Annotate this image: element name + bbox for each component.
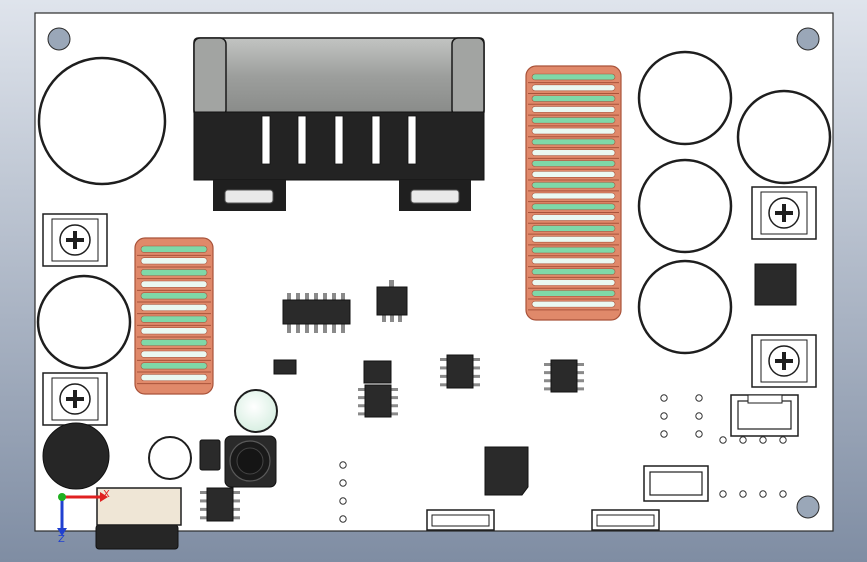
power-inductor-shielded[interactable] (224, 435, 277, 488)
via (739, 436, 747, 444)
ic-soic8-group (200, 354, 584, 522)
potentiometers (42, 186, 817, 426)
ic-soic8-4[interactable] (200, 487, 240, 522)
capacitor-c7[interactable] (148, 436, 192, 480)
via (779, 436, 787, 444)
diode-smd[interactable] (199, 439, 221, 471)
capacitor-c2[interactable] (36, 274, 132, 370)
capacitor-c4[interactable] (736, 89, 832, 185)
potentiometer-icon[interactable] (751, 186, 817, 240)
via (660, 394, 668, 402)
mounting-holes (47, 27, 820, 519)
via (339, 479, 347, 487)
capacitor-c1[interactable] (37, 56, 167, 186)
via (695, 394, 703, 402)
transformer-bobbin (193, 37, 485, 117)
via (759, 490, 767, 498)
fpc-connector-left[interactable] (426, 509, 495, 531)
via (339, 515, 347, 523)
ic-sot23[interactable] (363, 360, 392, 384)
via (339, 497, 347, 505)
ic-soic8-1[interactable] (440, 354, 480, 389)
potentiometer-icon[interactable] (42, 372, 108, 426)
potentiometer-icon[interactable] (751, 334, 817, 388)
mounting-hole-icon (796, 495, 820, 519)
ic-soic8-2[interactable] (544, 359, 584, 393)
mounting-hole-icon (47, 27, 71, 51)
ic-power-dpak[interactable] (484, 446, 529, 496)
transformer[interactable] (193, 37, 485, 211)
ic-sot223[interactable] (376, 280, 408, 322)
capacitors (36, 50, 832, 480)
ic-soic8-3[interactable] (358, 384, 398, 418)
via (695, 412, 703, 420)
ic-soic14-pins (287, 293, 345, 333)
via (759, 436, 767, 444)
via (719, 490, 727, 498)
ic-soic14[interactable] (282, 293, 351, 333)
via (779, 490, 787, 498)
led[interactable] (234, 389, 278, 433)
smd-component[interactable] (273, 359, 297, 375)
dc-jack-connector[interactable] (95, 487, 182, 550)
mosfet-tab-left (224, 189, 274, 204)
via (660, 412, 668, 420)
mosfet-tab-right (410, 189, 460, 204)
axis-z-label: Z (58, 534, 65, 545)
capacitor-c5[interactable] (637, 158, 733, 254)
transformer-end-cap-left (193, 37, 227, 117)
inductor-smd-square[interactable] (754, 263, 797, 306)
jst-connector-right[interactable] (730, 394, 799, 437)
via (660, 430, 668, 438)
heatsink-fins (261, 115, 417, 165)
toroid-inductor-small[interactable] (134, 237, 214, 395)
test-points (339, 394, 787, 523)
via (719, 436, 727, 444)
axis-triad: X Z Y (57, 489, 110, 545)
jst-connector-bottom-right[interactable] (643, 465, 709, 502)
axis-x-label: X (103, 489, 110, 500)
fpc-connector-right[interactable] (591, 509, 660, 531)
buzzer[interactable] (42, 422, 110, 490)
toroid-inductor-large[interactable] (525, 65, 622, 321)
via (739, 490, 747, 498)
potentiometer-icon[interactable] (42, 213, 108, 267)
mounting-hole-icon (796, 27, 820, 51)
via (339, 461, 347, 469)
via (695, 430, 703, 438)
capacitor-c3[interactable] (637, 50, 733, 146)
capacitor-c6[interactable] (637, 259, 733, 355)
transformer-end-cap-right (451, 37, 485, 117)
